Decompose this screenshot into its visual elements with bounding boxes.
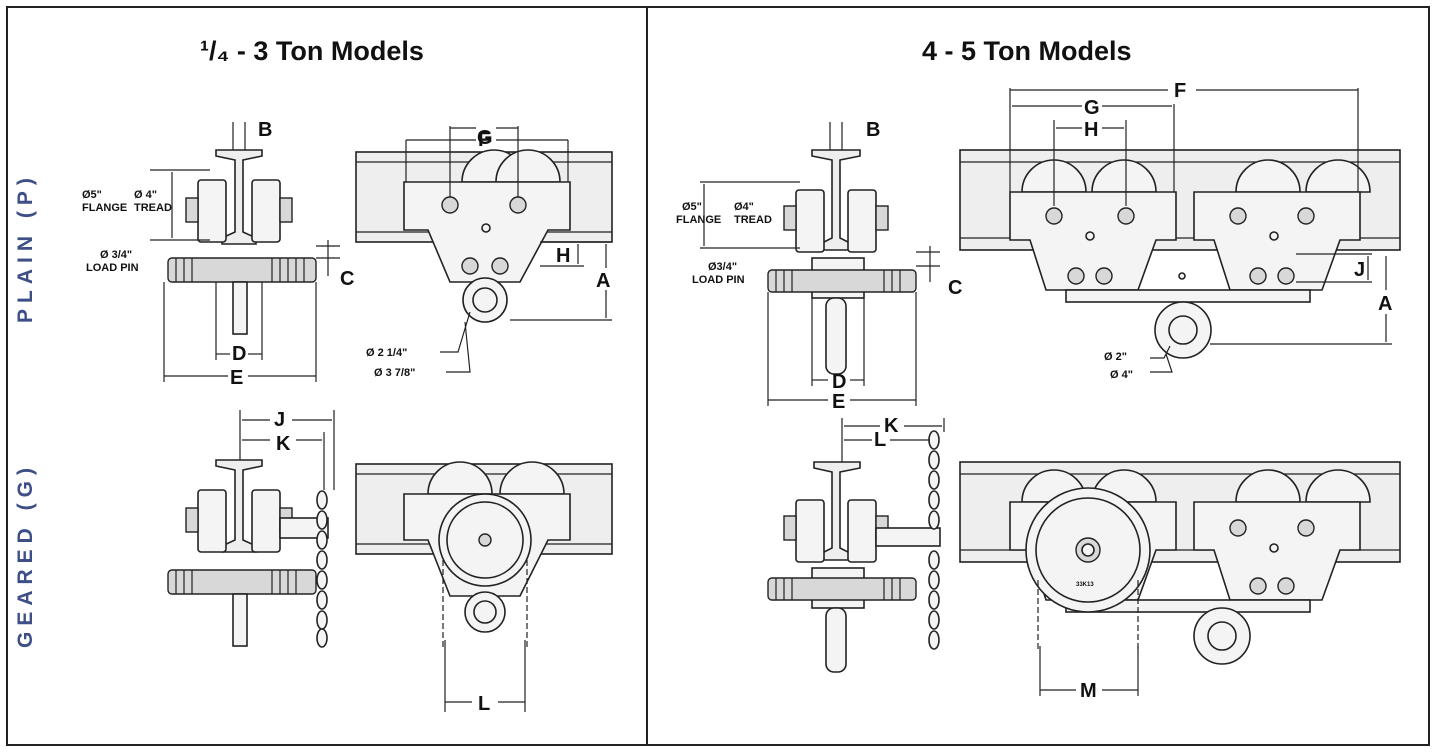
left-plain-front-view: B Ø5" FLANGE Ø 4" TREAD Ø 3/4" LOAD PIN … <box>82 119 354 389</box>
dim-e: E <box>230 367 243 389</box>
right-geared-front-view: K L <box>767 415 945 673</box>
right-plain-side-view: F G H J A Ø 2" Ø 4" <box>959 80 1401 381</box>
bolt-3 <box>461 257 479 275</box>
dim-l-right: L <box>874 429 886 451</box>
side-plate-right <box>251 179 281 243</box>
dim-h-right: H <box>1084 119 1098 141</box>
eye-small-dia: Ø 2 1/4" <box>366 347 407 359</box>
flange-dia-right: Ø5" <box>682 201 702 213</box>
title-heavy-models: 4 - 5 Ton Models <box>922 36 1132 66</box>
side-plate-left <box>197 179 227 243</box>
center-plate <box>232 281 248 335</box>
load-pin-label-right: LOAD PIN <box>692 274 745 286</box>
bolt-4 <box>491 257 509 275</box>
load-pin-dia: Ø 3/4" <box>100 249 132 261</box>
flange-label-right: FLANGE <box>676 214 721 226</box>
hand-chain-right <box>928 430 940 650</box>
left-plain-side-view: F G H A Ø 2 1/4" Ø 3 7/8" <box>355 126 613 379</box>
eye-large-dia: Ø 3 7/8" <box>374 367 415 379</box>
i-beam-section <box>215 149 263 245</box>
right-plain-front-view: B Ø5" FLANGE Ø4" TREAD Ø3/4" LOAD PIN C … <box>676 119 962 413</box>
nut-left <box>185 197 199 223</box>
dim-f-right: F <box>1174 80 1186 102</box>
dim-h: H <box>556 245 570 267</box>
dim-l-left: L <box>478 693 490 715</box>
dim-j: J <box>274 409 285 431</box>
trolley-plate-b <box>1193 191 1361 291</box>
eye-inner <box>472 287 498 313</box>
load-pin-label: LOAD PIN <box>86 262 139 274</box>
outer-frame <box>6 6 1430 746</box>
hand-chain <box>316 490 328 648</box>
dim-d-right: D <box>832 371 846 393</box>
eye-large-dia-right: Ø 4" <box>1110 369 1133 381</box>
tread-dia-right: Ø4" <box>734 201 754 213</box>
title-light-models: ¹/₄ - 3 Ton Models <box>200 36 424 66</box>
load-pin <box>167 257 317 283</box>
dim-e-right: E <box>832 391 845 413</box>
flange-label: FLANGE <box>82 202 127 214</box>
left-geared-front-view: J K <box>167 409 335 648</box>
tread-dia: Ø 4" <box>134 189 157 201</box>
left-geared-side-view: L <box>355 461 613 715</box>
right-geared-side-view: 33K13 M <box>959 461 1401 702</box>
load-pin-dia-right: Ø3/4" <box>708 261 737 273</box>
wheel-mark: 33K13 <box>1076 582 1094 588</box>
eye-small-dia-right: Ø 2" <box>1104 351 1127 363</box>
wheel-right <box>495 149 561 183</box>
flange-dia: Ø5" <box>82 189 102 201</box>
dim-g: G <box>477 127 493 149</box>
gear-shaft <box>279 517 329 539</box>
center-divider <box>646 6 648 746</box>
tread-label-right: TREAD <box>734 214 772 226</box>
nut-right <box>279 197 293 223</box>
trolley-plate-a <box>1009 191 1177 291</box>
dim-k-right: K <box>884 415 899 437</box>
center-hole <box>481 223 491 233</box>
tread-label: TREAD <box>134 202 172 214</box>
dim-j-right: J <box>1354 259 1365 281</box>
dim-b-right: B <box>866 119 880 141</box>
dim-c: C <box>340 268 354 290</box>
dim-g-right: G <box>1084 97 1100 119</box>
dim-a-right: A <box>1378 293 1392 315</box>
dim-a: A <box>596 270 610 292</box>
dim-f: F <box>478 129 490 151</box>
dim-c-right: C <box>948 277 962 299</box>
dim-m: M <box>1080 680 1097 702</box>
dim-k: K <box>276 433 291 455</box>
bolt-1 <box>441 196 459 214</box>
dim-b: B <box>258 119 272 141</box>
dim-d: D <box>232 343 246 365</box>
bolt-2 <box>509 196 527 214</box>
